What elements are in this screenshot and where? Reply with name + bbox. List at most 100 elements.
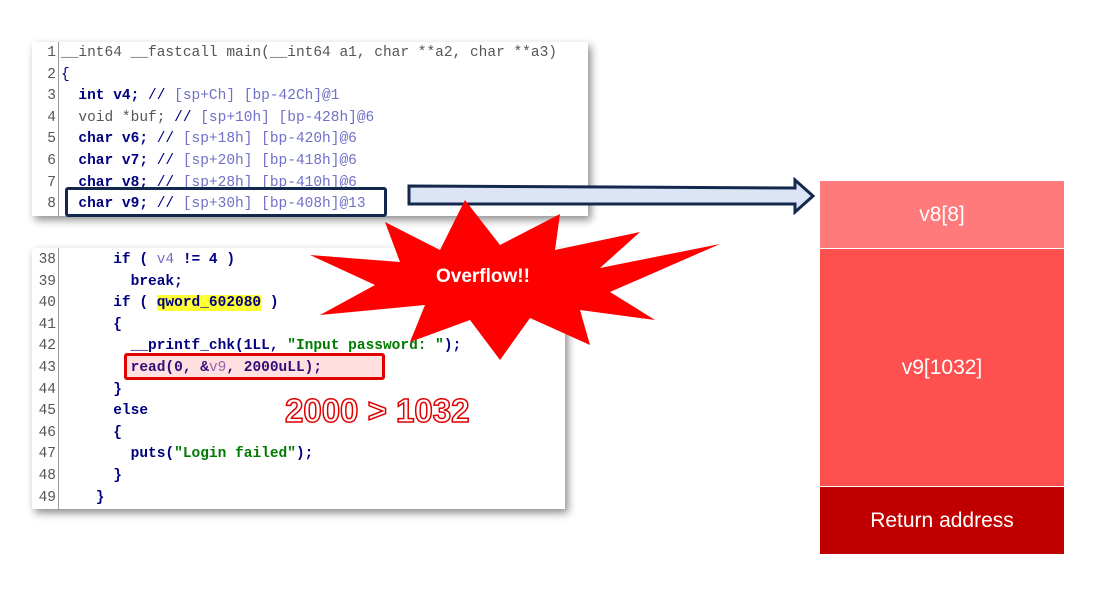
code-token: {	[61, 66, 70, 83]
code-token: //	[156, 196, 183, 213]
code-token: read(0, &	[61, 360, 209, 376]
code-token: }	[61, 381, 122, 398]
code-text: if ( qword_602080 )	[61, 293, 279, 314]
code-token: puts(	[61, 446, 175, 463]
code-token: [sp+20h] [bp-418h]@6	[182, 153, 357, 169]
stack-slot-v9: v9[1032]	[820, 249, 1064, 487]
code-text: {	[61, 423, 122, 444]
code-token: qword_602080	[156, 295, 262, 312]
code-token: }	[61, 468, 122, 484]
code-token: {	[61, 316, 122, 333]
code-text: __int64 __fastcall main(__int64 a1, char…	[61, 43, 557, 64]
code-line: 47 puts("Login failed");	[32, 444, 565, 465]
code-text: int v4; // [sp+Ch] [bp-42Ch]@1	[61, 86, 339, 107]
code-text: }	[61, 466, 122, 487]
code-token: [sp+Ch] [bp-42Ch]@1	[174, 88, 340, 105]
line-number: 44	[38, 381, 56, 398]
gutter-divider	[58, 42, 59, 216]
code-token: [sp+10h] [bp-428h]@6	[200, 109, 375, 126]
code-line: 49 }	[32, 488, 565, 509]
code-token: v9	[208, 360, 227, 376]
code-line: 6 char v7; // [sp+20h] [bp-418h]@6	[32, 151, 588, 172]
line-number: 45	[38, 403, 56, 420]
arrow-to-stack	[407, 176, 816, 216]
code-token: {	[61, 424, 122, 441]
code-text: char v9; // [sp+30h] [bp-408h]@13	[61, 194, 366, 215]
code-text: char v7; // [sp+20h] [bp-418h]@6	[61, 151, 357, 172]
code-text: }	[61, 488, 105, 509]
code-token: [sp+18h] [bp-420h]@6	[182, 131, 357, 148]
overflow-starburst	[310, 200, 720, 360]
code-line: 5 char v6; // [sp+18h] [bp-420h]@6	[32, 129, 588, 150]
code-text: break;	[61, 272, 183, 293]
stack-slot-return-address: Return address	[820, 487, 1064, 554]
code-token: char v7;	[61, 153, 157, 169]
code-token: char v6;	[61, 131, 157, 148]
code-line: 41 {	[32, 315, 565, 336]
code-line: 2{	[32, 65, 588, 86]
line-number: 8	[47, 196, 56, 213]
code-line: 3 int v4; // [sp+Ch] [bp-42Ch]@1	[32, 86, 588, 107]
code-text: __printf_chk(1LL, "Input password: ");	[61, 336, 462, 357]
code-text: char v6; // [sp+18h] [bp-420h]@6	[61, 129, 357, 150]
code-line: 8 char v9; // [sp+30h] [bp-408h]@13	[32, 194, 588, 215]
code-token: v4	[156, 252, 175, 268]
code-token: , 2000uLL);	[226, 360, 323, 376]
line-number: 5	[47, 131, 56, 148]
line-number: 4	[47, 109, 56, 126]
code-token: //	[156, 153, 183, 169]
line-number: 46	[38, 424, 56, 441]
code-line: 38 if ( v4 != 4 )	[32, 250, 565, 271]
code-token: char v8;	[61, 174, 157, 191]
code-token: )	[261, 295, 279, 312]
code-token: }	[61, 489, 105, 506]
code-token: //	[156, 131, 183, 148]
code-line: 45 else	[32, 401, 565, 422]
line-number: 42	[38, 338, 56, 355]
code-text: }	[61, 380, 122, 401]
line-number: 47	[38, 446, 56, 463]
code-line: 42 __printf_chk(1LL, "Input password: ")…	[32, 336, 565, 357]
code-token: "Login failed"	[174, 446, 296, 463]
stack-slot-v8: v8[8]	[820, 181, 1064, 249]
code-text: else	[61, 401, 148, 422]
code-token: if (	[61, 252, 157, 268]
code-token: int v4;	[61, 88, 149, 105]
code-token: void *buf;	[61, 109, 175, 126]
code-line: 46 {	[32, 423, 565, 444]
line-number: 48	[38, 468, 56, 484]
overflow-label: Overflow!!	[436, 266, 530, 287]
code-line: 4 void *buf; // [sp+10h] [bp-428h]@6	[32, 108, 588, 129]
code-line: 48 }	[32, 466, 565, 487]
gutter-divider	[58, 248, 59, 509]
code-token: char v9;	[61, 196, 157, 213]
code-token: //	[148, 88, 175, 105]
code-token: __printf_chk(1LL,	[61, 338, 288, 355]
code-token: "Input password: "	[287, 338, 444, 355]
code-text: read(0, &v9, 2000uLL);	[61, 358, 322, 379]
line-number: 2	[47, 66, 56, 83]
line-number: 3	[47, 88, 56, 105]
line-number: 7	[47, 174, 56, 191]
code-line: 43 read(0, &v9, 2000uLL);	[32, 358, 565, 379]
code-token: [sp+30h] [bp-408h]@13	[182, 196, 366, 213]
code-line: 7 char v8; // [sp+28h] [bp-410h]@6	[32, 173, 588, 194]
code-text: char v8; // [sp+28h] [bp-410h]@6	[61, 173, 356, 194]
line-number: 39	[38, 273, 56, 290]
code-token: != 4 )	[174, 252, 236, 268]
code-token: //	[156, 174, 183, 191]
read-call-highlight-box	[124, 353, 385, 380]
line-number: 1	[47, 45, 56, 61]
code-text: {	[61, 65, 70, 86]
code-text: puts("Login failed");	[61, 444, 314, 465]
code-line: 1 __int64 __fastcall main(__int64 a1, cha…	[32, 43, 588, 64]
line-number: 40	[38, 295, 56, 312]
line-number: 43	[38, 360, 56, 376]
code-token: break;	[61, 273, 183, 290]
line-number: 6	[47, 153, 56, 169]
code-line: 40 if ( qword_602080 )	[32, 293, 565, 314]
v9-highlight-box	[65, 187, 387, 217]
code-token: );	[443, 338, 462, 355]
code-text: {	[61, 315, 122, 336]
code-token: //	[174, 109, 201, 126]
